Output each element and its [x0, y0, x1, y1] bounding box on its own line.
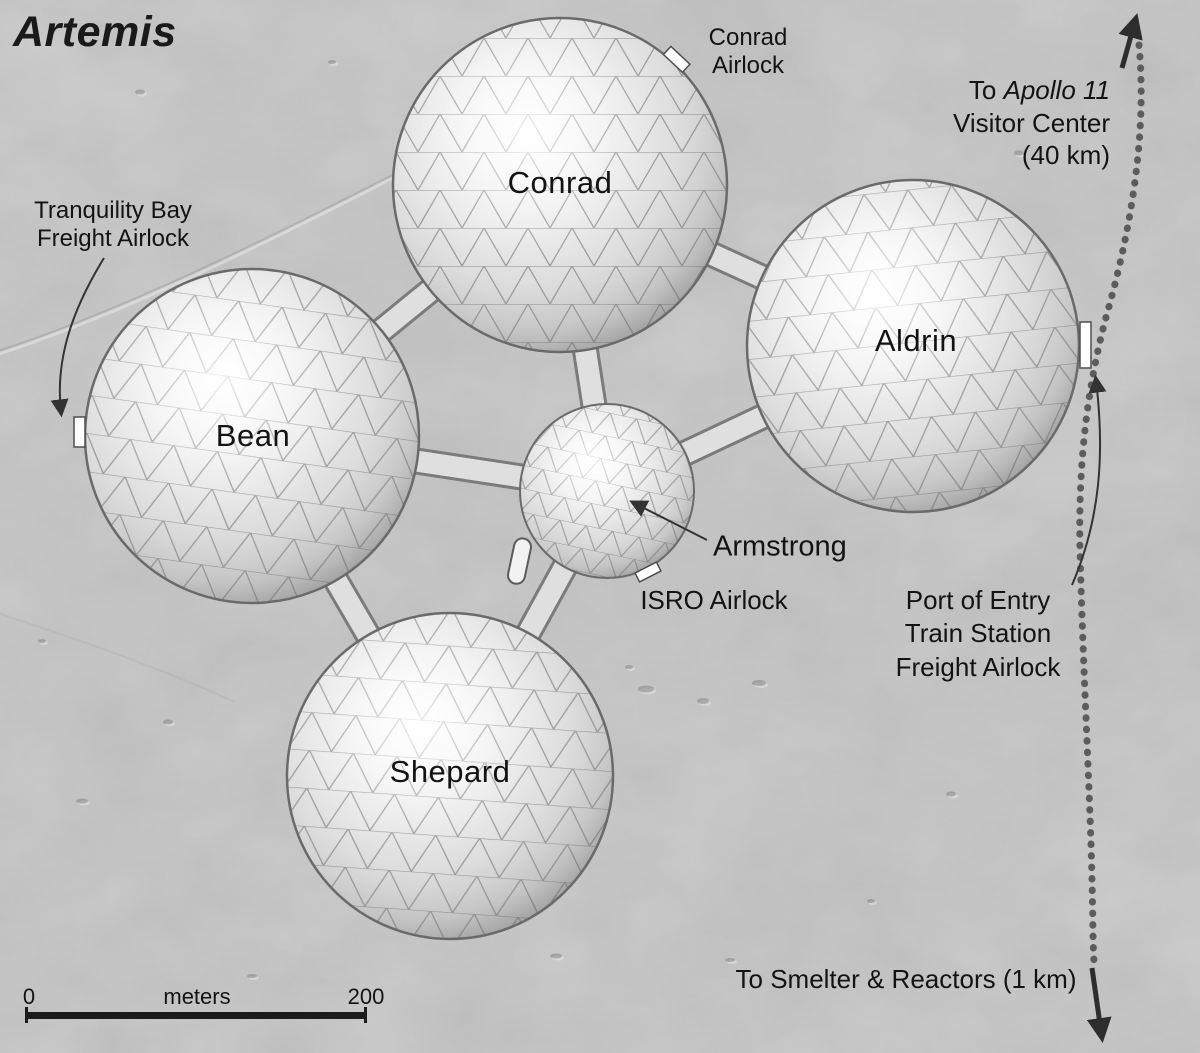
isro-airlock-label: ISRO Airlock: [640, 585, 788, 615]
apollo11-line1: To Apollo 11: [968, 75, 1111, 105]
scale-end-label: 200: [347, 984, 385, 1009]
conrad-airlock-line1: Conrad: [708, 24, 788, 51]
port-of-entry-line3: Freight Airlock: [895, 651, 1061, 682]
apollo11-label: To Apollo 11 Visitor Center (40 km): [953, 74, 1110, 172]
aldrin-dome-label: Aldrin: [874, 323, 958, 358]
train-track: [1076, 13, 1145, 1043]
bean-dome-label: Bean: [215, 418, 291, 453]
port-of-entry-line1: Port of Entry: [905, 585, 1051, 615]
dome-aldrin: [745, 178, 1081, 514]
conrad-airlock-label: Conrad Airlock: [709, 24, 788, 81]
shepard-dome-label: Shepard: [389, 754, 511, 789]
dome-conrad: [391, 16, 729, 354]
tranquility-label: Tranquility Bay Freight Airlock: [34, 197, 192, 254]
apollo11-name: Apollo 11: [1003, 75, 1111, 105]
tranquility-arrow-icon: [50, 257, 105, 418]
dome-armstrong: [519, 403, 695, 579]
tranquility-freight-airlock-marker: [73, 416, 86, 448]
port-of-entry-line2: Train Station: [904, 618, 1052, 649]
conrad-airlock-line2: Airlock: [711, 52, 784, 80]
track-arrow-down-icon: [1086, 967, 1112, 1043]
dome-bean: [83, 267, 421, 605]
annotation-arrows: [50, 257, 1107, 586]
apollo11-line2: Visitor Center: [952, 107, 1110, 138]
conrad-dome-label: Conrad: [507, 165, 613, 200]
tranquility-line1: Tranquility Bay: [34, 197, 192, 224]
armstrong-dome-label: Armstrong: [713, 530, 847, 563]
port-of-entry-arrow-icon: [1071, 374, 1107, 586]
surface-ridge: [0, 147, 447, 703]
port-of-entry-airlock-marker: [1079, 321, 1092, 369]
map-title: Artemis: [13, 8, 177, 56]
port-of-entry-label: Port of Entry Train Station Freight Airl…: [896, 584, 1061, 684]
small-module: [506, 537, 533, 585]
surface-rocks: [38, 60, 1026, 980]
isro-airlock-marker: [634, 561, 662, 583]
scale-bar: [25, 1007, 367, 1023]
scale-unit-label: meters: [163, 984, 231, 1009]
armstrong-arrow-icon: [629, 500, 708, 541]
conrad-airlock-marker: [662, 45, 691, 74]
smelter-label: To Smelter & Reactors (1 km): [735, 964, 1077, 994]
apollo11-line3: (40 km): [1021, 140, 1110, 170]
dotted-rail-line: [1076, 41, 1145, 966]
tranquility-line2: Freight Airlock: [36, 225, 190, 253]
dome-shepard: [285, 611, 615, 941]
track-arrow-up-icon: [1118, 13, 1143, 69]
scale-start-label: 0: [22, 984, 36, 1009]
